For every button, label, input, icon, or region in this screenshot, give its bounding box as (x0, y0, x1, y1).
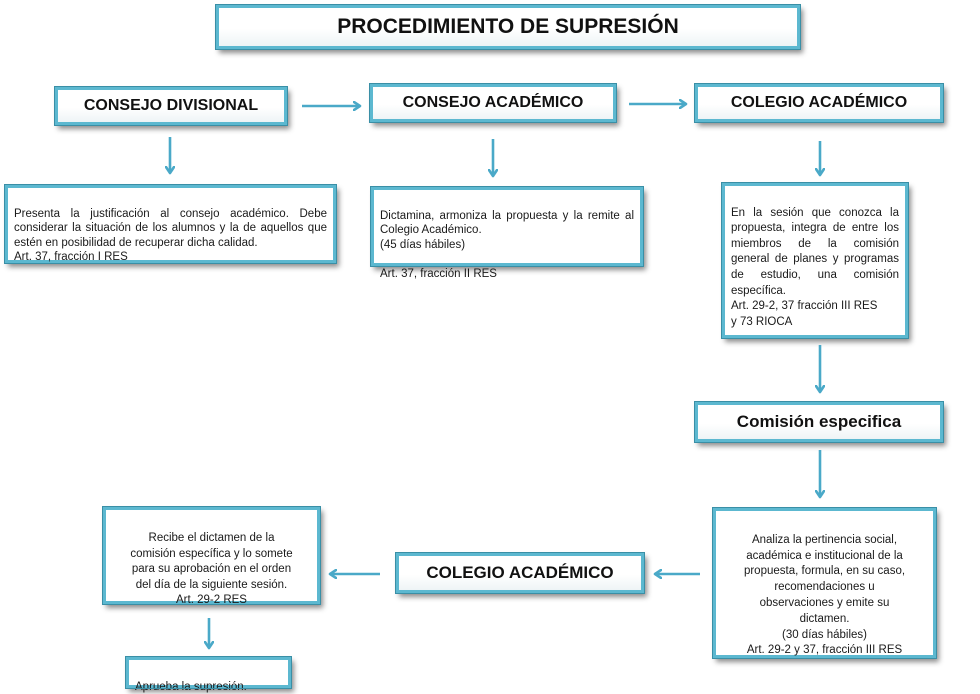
colegio-academico-2-text: Recibe el dictamen de la comisión especí… (130, 532, 293, 607)
colegio-academico-1-description: En la sesión que conozca la propuesta, i… (721, 182, 909, 339)
colegio-academico-1-heading: COLEGIO ACADÉMICO (730, 94, 908, 111)
colegio-academico-1-text: En la sesión que conozca la propuesta, i… (731, 206, 899, 297)
consejo-academico-text: Dictamina, armoniza la propuesta y la re… (380, 209, 634, 237)
colegio-academico-2-description: Recibe el dictamen de la comisión especí… (102, 506, 321, 607)
comision-especifica-heading: Comisión especifica (736, 412, 902, 431)
consejo-academico-ref: Art. 37, fracción II RES (380, 267, 497, 280)
final-approval-text: Aprueba la supresión. (135, 680, 247, 693)
colegio-academico-1-ref: Art. 29-2, 37 fracción III RES y 73 RIOC… (731, 300, 878, 328)
colegio-academico-2-heading: COLEGIO ACADÉMICO (426, 563, 614, 582)
consejo-divisional-description: Presenta la justificación al consejo aca… (4, 184, 337, 264)
consejo-divisional-heading: CONSEJO DIVISIONAL (83, 97, 259, 114)
colegio-academico-2-header: COLEGIO ACADÉMICO (395, 552, 645, 594)
consejo-divisional-ref: Art. 37, fracción I RES (14, 251, 128, 264)
comision-especifica-header: Comisión especifica (694, 401, 944, 443)
consejo-academico-description: Dictamina, armoniza la propuesta y la re… (370, 186, 644, 280)
final-approval-box: Aprueba la supresión. (125, 656, 292, 693)
consejo-academico-header: CONSEJO ACADÉMICO (369, 83, 617, 123)
consejo-divisional-text: Presenta la justificación al consejo aca… (14, 207, 327, 249)
consejo-divisional-header: CONSEJO DIVISIONAL (54, 86, 288, 126)
page-title-text: PROCEDIMIENTO DE SUPRESIÓN (337, 15, 679, 38)
comision-especifica-description: Analiza la pertinencia social, académica… (712, 507, 937, 659)
page-title: PROCEDIMIENTO DE SUPRESIÓN (215, 4, 801, 50)
consejo-academico-term: (45 días hábiles) (380, 238, 466, 251)
colegio-academico-1-header: COLEGIO ACADÉMICO (694, 83, 944, 123)
comision-especifica-text: Analiza la pertinencia social, académica… (743, 533, 906, 657)
consejo-academico-heading: CONSEJO ACADÉMICO (402, 94, 584, 111)
